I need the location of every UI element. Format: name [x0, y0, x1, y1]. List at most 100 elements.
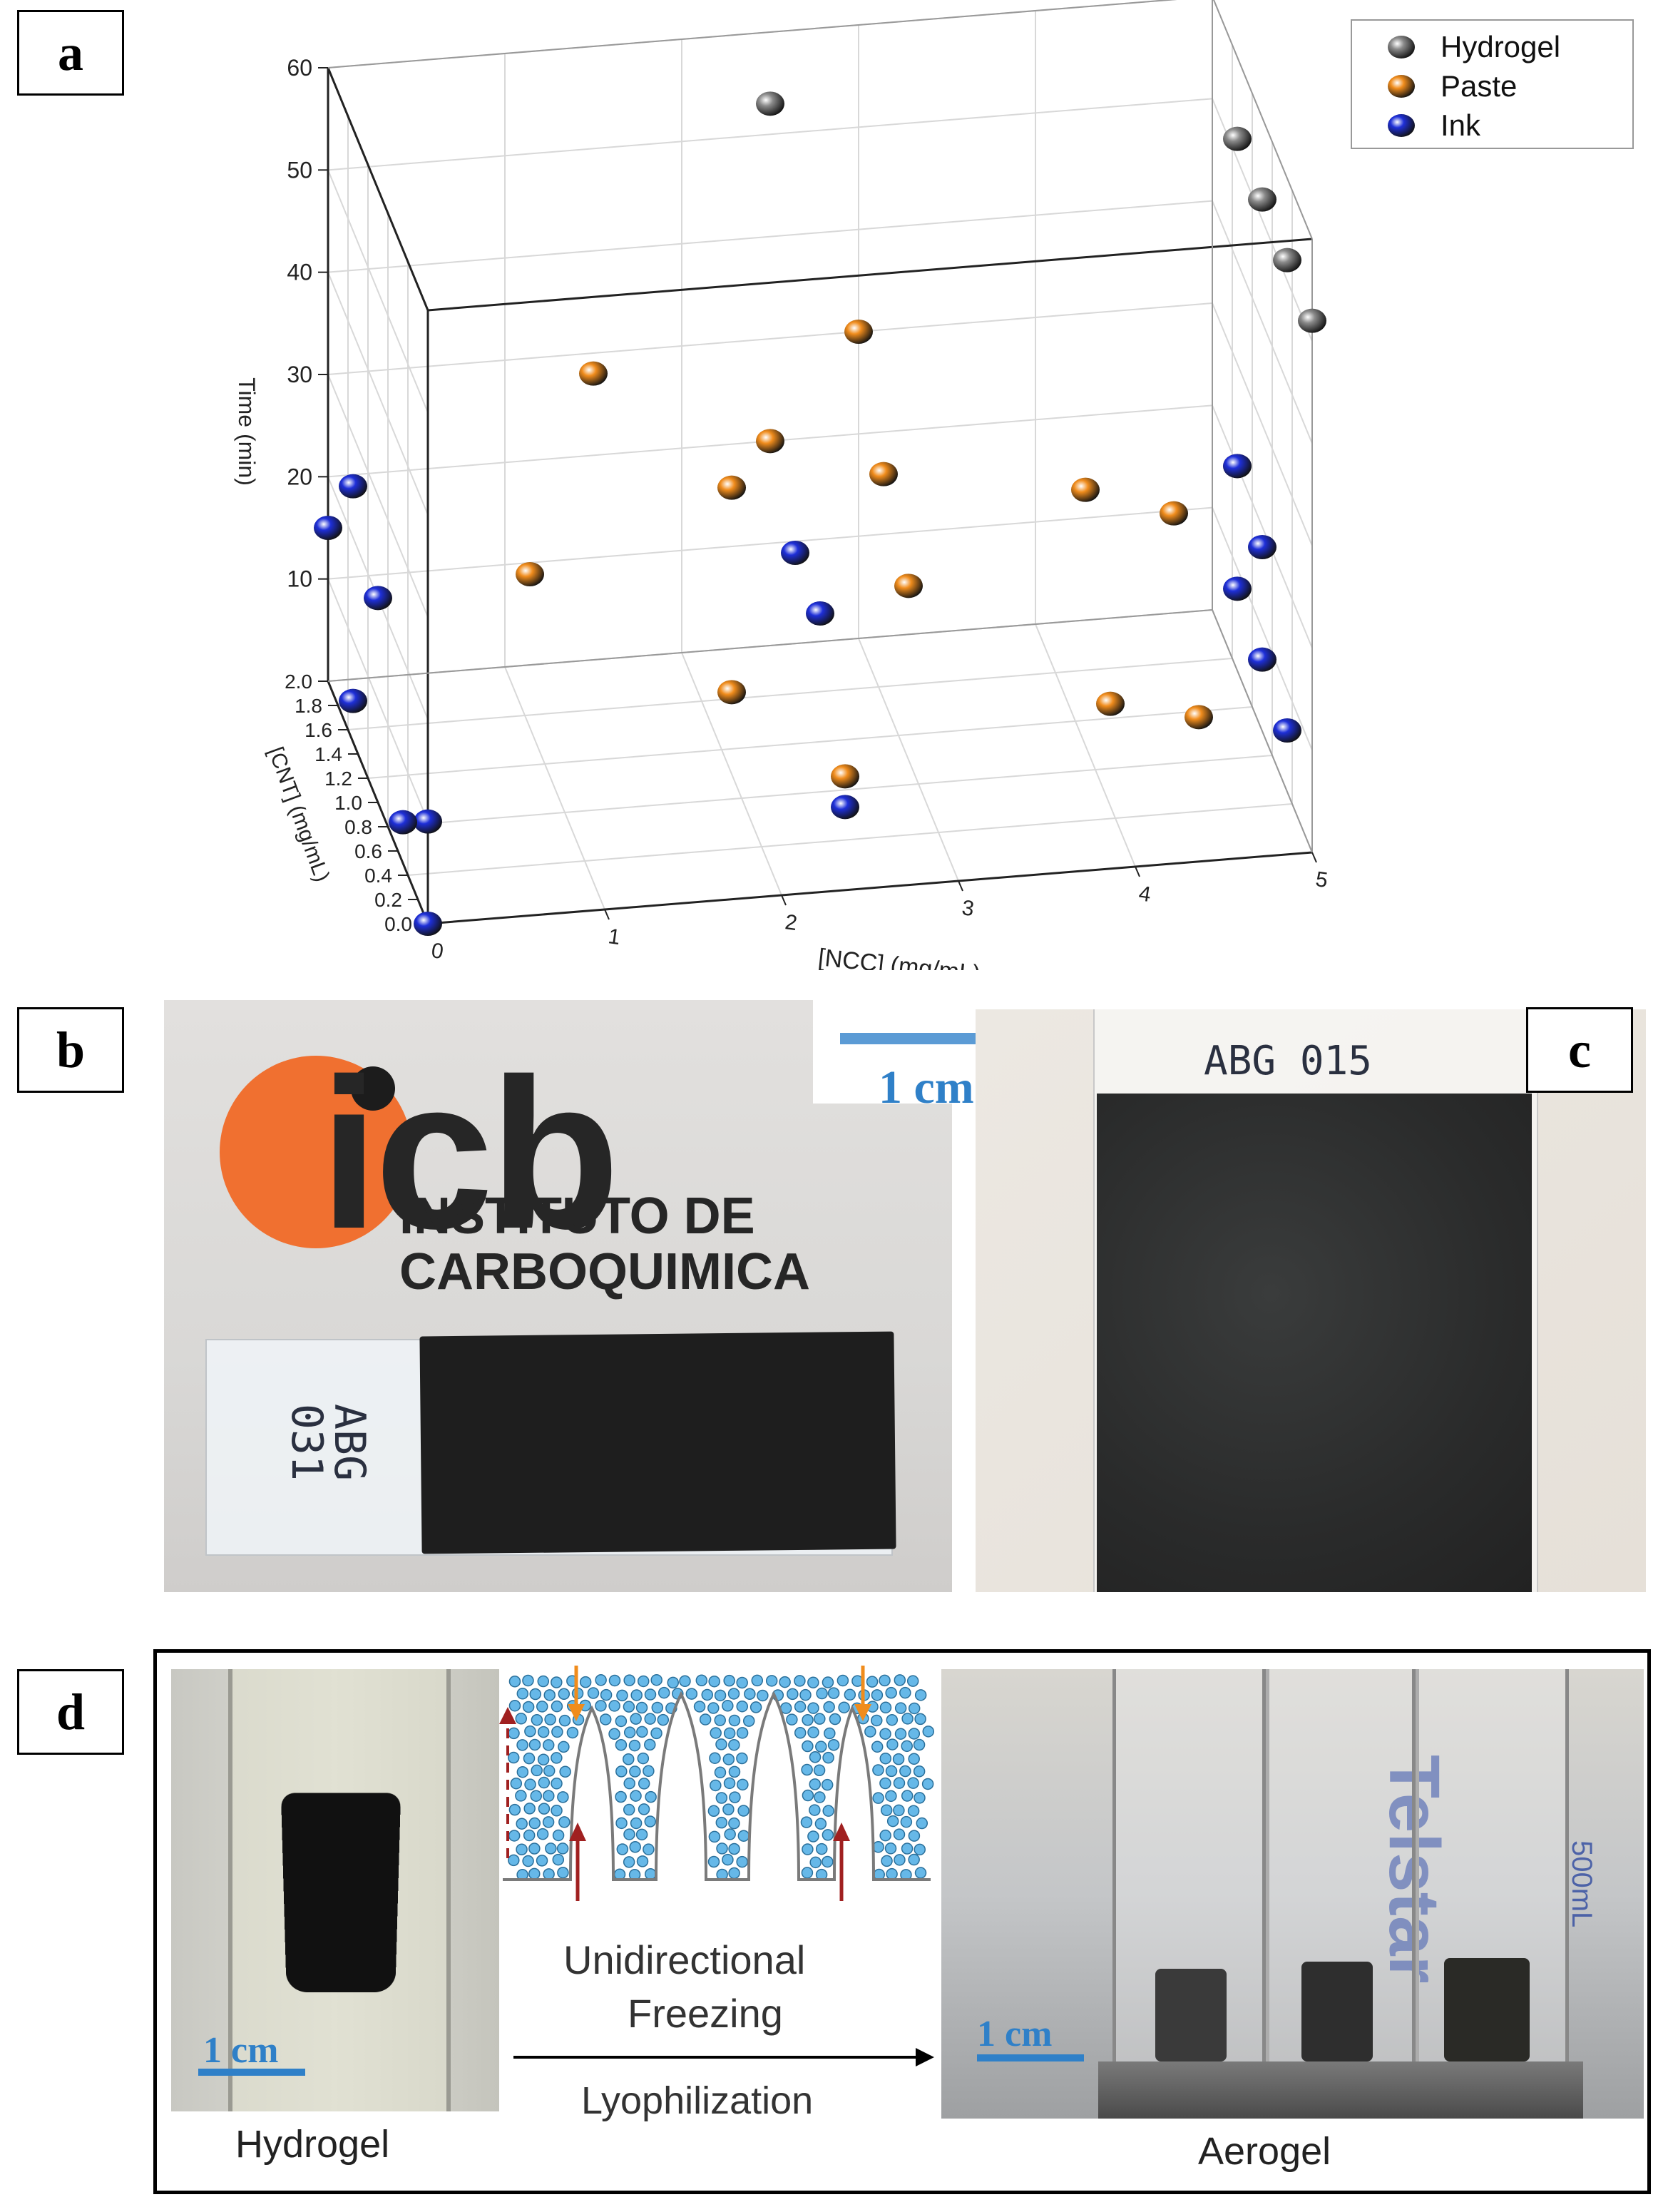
particle-bead [913, 1738, 926, 1751]
particle-bead [727, 1688, 740, 1700]
particle-bead [608, 1728, 620, 1740]
particle-bead [630, 1790, 642, 1802]
particle-bead [736, 1752, 748, 1765]
y-tick-label: 0.4 [364, 865, 392, 887]
particle-bead [809, 1778, 821, 1790]
legend-marker [1388, 75, 1415, 98]
particle-bead [536, 1701, 548, 1713]
particle-bead [794, 1701, 807, 1713]
particle-bead [786, 1713, 798, 1726]
particle-bead [528, 1867, 541, 1880]
particle-bead [742, 1715, 755, 1727]
y-tick-label: 2.0 [285, 671, 312, 693]
particle-bead [907, 1777, 919, 1789]
particle-bead [822, 1855, 834, 1868]
legend-marker [1388, 36, 1415, 58]
side-wall-grid-line [327, 579, 429, 822]
data-point-ink [389, 810, 417, 835]
coated-film [419, 1331, 896, 1554]
particle-bead [716, 1843, 728, 1855]
particle-bead [729, 1791, 741, 1803]
particle-bead [636, 1726, 648, 1738]
particle-bead [529, 1688, 542, 1701]
data-point-paste [894, 574, 923, 598]
particle-bead [615, 1765, 628, 1778]
box-edge [327, 67, 429, 311]
data-point-ink [414, 809, 442, 834]
box-edge [1212, 0, 1313, 240]
data-point-paste [516, 562, 544, 586]
particle-bead [723, 1777, 736, 1790]
particle-bead [814, 1818, 827, 1830]
particle-bead [722, 1853, 734, 1866]
particle-bead [543, 1765, 556, 1777]
data-point-paste [844, 320, 873, 344]
particle-bead [885, 1765, 898, 1778]
particle-bead [827, 1738, 840, 1751]
scatter-3d-chart: 0123450.00.20.40.60.81.01.21.41.61.82.01… [234, 0, 1634, 970]
particle-bead [622, 1753, 635, 1765]
floor-grid-line [681, 652, 782, 896]
particle-bead [623, 1777, 635, 1790]
particle-bead [886, 1738, 899, 1750]
particle-bead [922, 1726, 935, 1738]
particle-bead [871, 1740, 884, 1753]
particle-bead [515, 1790, 527, 1802]
particle-bead [901, 1790, 914, 1802]
particle-bead [736, 1855, 748, 1868]
particle-bead [566, 1726, 579, 1739]
legend-marker [1388, 114, 1415, 137]
box-edge [427, 238, 1313, 312]
particle-bead [913, 1765, 926, 1778]
particle-bead [715, 1816, 728, 1829]
particle-bead [821, 1778, 834, 1791]
x-tick-label: 2 [784, 910, 799, 935]
particle-bead [722, 1803, 735, 1815]
particle-bead [707, 1702, 720, 1714]
particle-bead [707, 1855, 720, 1868]
particle-bead [538, 1776, 551, 1789]
back-wall-grid-line [327, 200, 1213, 273]
particle-bead [629, 1765, 641, 1778]
particle-bead [807, 1726, 819, 1738]
particle-bead [822, 1829, 834, 1841]
particle-bead [635, 1701, 648, 1714]
particle-bead [728, 1867, 740, 1880]
particle-bead [528, 1738, 541, 1751]
particle-bead [884, 1843, 897, 1855]
particle-bead [893, 1804, 905, 1817]
data-point-paste [1185, 705, 1213, 730]
y-tick-label: 1.8 [295, 695, 322, 717]
particle-bead [816, 1687, 828, 1700]
side-wall-grid-line [327, 374, 429, 618]
particle-bead [723, 1674, 735, 1687]
particle-bead [630, 1713, 642, 1725]
particle-bead [722, 1700, 734, 1712]
data-point-paste [869, 462, 898, 486]
particle-bead [908, 1830, 921, 1842]
particle-bead [728, 1714, 741, 1727]
particle-bead [899, 1765, 911, 1778]
particle-bead [809, 1751, 822, 1763]
particle-bead [523, 1829, 536, 1842]
particle-bead [844, 1688, 856, 1701]
particle-bead [809, 1856, 822, 1869]
particle-bead [616, 1843, 629, 1855]
panel-label-a: a [17, 10, 124, 96]
y-tick-label: 1.0 [334, 792, 362, 814]
x-tick [958, 880, 963, 892]
particle-bead [892, 1753, 905, 1765]
particle-bead [814, 1713, 826, 1725]
z-tick-label: 50 [287, 157, 312, 183]
slide-handwritten-label-c: ABG 015 [1204, 1038, 1373, 1084]
particle-bead [544, 1713, 556, 1726]
x-tick [781, 895, 787, 906]
back-wall-grid-line [327, 98, 1213, 171]
y-tick-label: 0.0 [384, 913, 412, 935]
data-point-ink [831, 795, 859, 820]
background-label-volume: 500mL [1566, 1840, 1597, 1928]
y-tick-label: 1.4 [314, 743, 342, 765]
particle-bead [724, 1828, 736, 1840]
particle-bead [558, 1816, 571, 1828]
particle-bead [871, 1689, 884, 1701]
